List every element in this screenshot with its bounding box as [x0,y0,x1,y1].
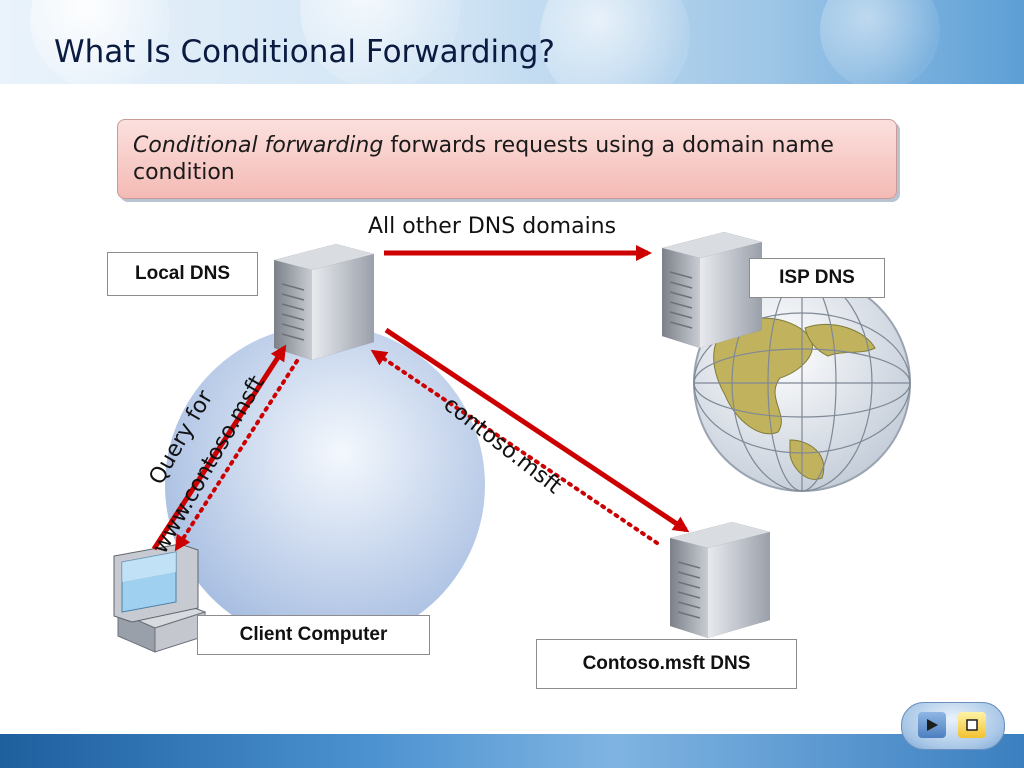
contoso-dns-server-icon [669,521,771,639]
label-local-dns: Local DNS [107,252,258,296]
label-client-computer: Client Computer [197,615,430,655]
arrow-local-to-contoso [384,327,690,533]
callout-text: Conditional forwarding forwards requests… [133,132,883,186]
play-icon[interactable] [918,712,946,738]
slide-footer [0,734,1024,768]
stop-glyph [966,719,978,731]
desktop-computer-icon [113,543,207,653]
local-network-bubble [165,325,485,645]
edge-label-all-other: All other DNS domains [368,214,617,239]
definition-callout: Conditional forwarding forwards requests… [117,119,897,199]
callout-rest: forwards requests using a domain name co… [133,133,834,185]
header-bubble-decoration [820,0,940,84]
arrow-client-to-local [151,344,287,551]
stop-icon[interactable] [958,712,986,738]
slide-header: What Is Conditional Forwarding? [0,0,1024,84]
header-bubble-decoration [30,0,170,84]
arrow-local-to-client [174,359,299,552]
play-glyph [927,719,938,731]
header-bubble-decoration [540,0,690,84]
slide-nav-controls [901,702,1005,750]
arrow-contoso-to-local [370,349,659,545]
isp-dns-server-icon [661,231,763,349]
local-dns-server-icon [273,243,375,361]
slide-title: What Is Conditional Forwarding? [54,34,555,70]
label-contoso-dns: Contoso.msft DNS [536,639,797,689]
label-isp-dns: ISP DNS [749,258,885,298]
callout-emphasis: Conditional forwarding [133,133,384,158]
